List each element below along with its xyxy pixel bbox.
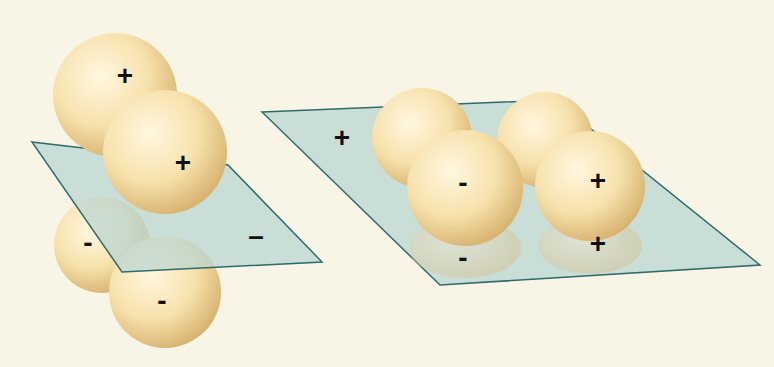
upper-lobes (53, 33, 227, 214)
phase-sign: + (334, 124, 350, 152)
phase-sign: + (175, 149, 191, 177)
phase-sign: - (458, 169, 467, 197)
phase-sign: + (590, 230, 606, 258)
phase-sign: - (157, 287, 166, 315)
phase-sign: + (590, 167, 606, 195)
phase-sign: - (83, 229, 92, 257)
in-plane-lobes (372, 88, 645, 246)
phase-sign: - (458, 244, 467, 272)
phase-sign: – (248, 222, 264, 250)
phase-sign: + (117, 62, 133, 90)
